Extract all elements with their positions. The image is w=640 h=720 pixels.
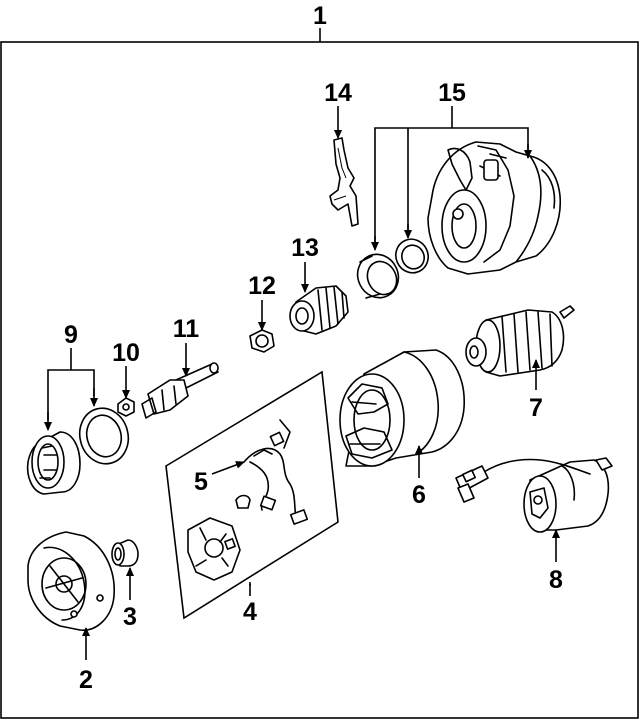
part-4-brush-plate — [187, 517, 241, 581]
callout-15: 15 — [438, 79, 466, 107]
part-6-yoke — [339, 349, 465, 467]
part-5-brushes — [235, 419, 309, 525]
part-10-nut — [117, 397, 135, 417]
callout-10: 10 — [112, 339, 140, 367]
part-2-end-frame — [27, 531, 115, 631]
part-11-lever-shaft — [141, 362, 219, 419]
callout-12: 12 — [248, 272, 276, 300]
part-15-ring-small — [395, 238, 429, 274]
part-3-bushing — [111, 539, 139, 567]
part-9-o-ring — [78, 407, 130, 465]
callout-5-leader — [211, 461, 245, 475]
part-8-connector-lead — [455, 458, 591, 503]
part-7-armature — [465, 305, 575, 377]
part-13-pinion-gear — [289, 285, 349, 335]
callout-11: 11 — [173, 315, 200, 343]
callout-9-bracket — [47, 369, 95, 420]
callout-13: 13 — [291, 234, 319, 262]
callout-7: 7 — [529, 394, 543, 422]
callout-4: 4 — [243, 598, 257, 626]
part-14-lever-clip — [329, 137, 359, 227]
callout-9: 9 — [64, 321, 78, 349]
callout-5: 5 — [194, 468, 208, 496]
callout-6: 6 — [412, 481, 426, 509]
part-9-bearing — [26, 431, 81, 495]
callout-14: 14 — [324, 79, 352, 107]
part-4-kit-box — [165, 370, 339, 620]
part-15-ring-large — [356, 253, 400, 299]
part-15-front-housing — [427, 141, 562, 275]
callout-1: 1 — [313, 2, 327, 30]
callout-3: 3 — [123, 603, 137, 631]
callout-8: 8 — [549, 566, 563, 594]
part-8-solenoid — [523, 457, 613, 533]
callout-2: 2 — [79, 666, 93, 694]
part-12-collar — [249, 329, 275, 353]
